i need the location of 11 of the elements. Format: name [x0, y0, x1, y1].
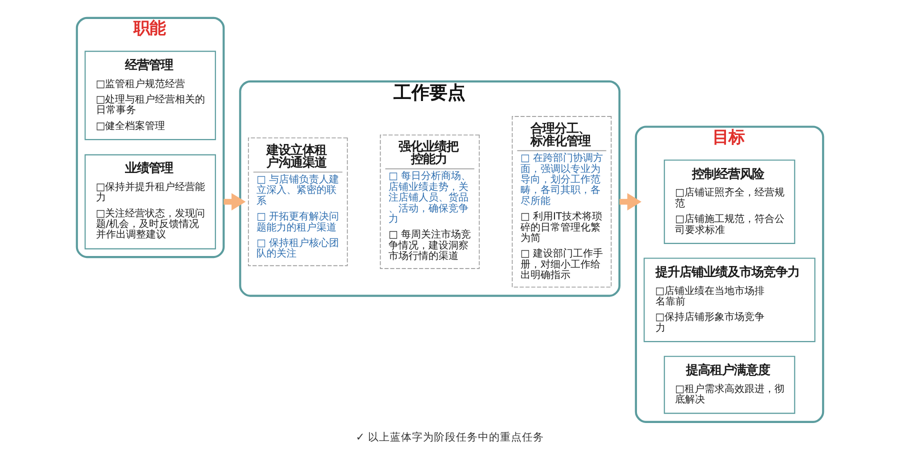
node-box: 合理分工、标准化管理 □ 在跨部门协调方面，强调以专业为导向，划分工作范畴，各司其职，各尽所能 □ 利用IT技术将琐碎的日常管理化繁为简 □ 建设部门工作手册，对细小工作给出明确指示: [512, 116, 612, 288]
node-box: 提升店铺业绩及市场竞争力 □店铺业绩在当地市场排名靠前 □保持店铺形象市场竞争力: [644, 258, 816, 342]
arrow: [224, 193, 246, 210]
node-box: 强化业绩把控能力 □ 每日分析商场、店铺业绩走势，关注店铺人员、货品、活动，确保竞争力 □ 每周关注市场竞争情况，建设洞察市场行情的渠道: [380, 134, 480, 269]
arrow: [619, 193, 642, 210]
node-box: 经营管理 □监管租户规范经营 □处理与租户经营相关的日常事务 □健全档案管理: [84, 50, 216, 140]
node-box: 业绩管理 □保持并提升租户经营能力 □关注经营状态，发现问题/机会，及时反馈情况并作出调整建议: [84, 154, 216, 250]
caption: ✓ 以上蓝体字为阶段任务中的重点任务: [356, 430, 544, 444]
node-box: 建设立体租户沟通渠道 □ 与店铺负责人建立深入、紧密的联系 □ 开拓更有解决问题能力的租户渠道 □ 保持租户核心团队的关注: [248, 137, 348, 266]
node-box: 控制经营风险 □店铺证照齐全，经营规范 □店铺施工规范，符合公司要求标准: [664, 160, 796, 244]
node-box: 提高租户满意度 □租户需求高效跟进，彻底解决: [664, 356, 796, 414]
